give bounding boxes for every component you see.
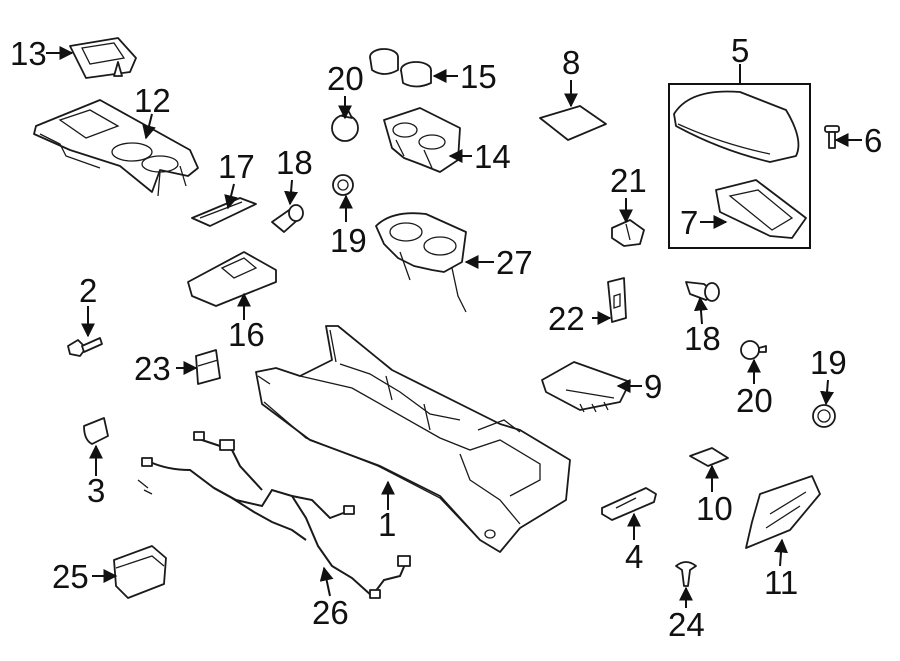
callout-13: 13 [10,35,47,72]
part-14-cup-holder [383,107,461,173]
callout-19-center: 19 [330,222,367,259]
part-3-clip [83,417,109,445]
callout-19-right: 19 [810,344,847,381]
callout-4: 4 [625,538,643,575]
part-9-tray [541,361,631,413]
callout-25: 25 [52,558,89,595]
part-22-bracket [607,277,627,323]
callout-11: 11 [764,564,798,601]
callout-16: 16 [228,316,265,353]
part-15-cup-inserts [369,48,432,88]
callout-15: 15 [460,58,497,95]
part-18-socket-left [271,204,304,233]
callout-8: 8 [562,44,580,81]
part-16-shifter-plate [187,251,277,307]
callout-20-right: 20 [736,382,773,419]
part-19-grommet-center [332,174,354,196]
part-23-button [195,349,221,385]
callout-6: 6 [864,122,882,159]
callout-26: 26 [312,594,349,631]
part-5-armrest [673,90,800,163]
part-8-pad [539,105,607,141]
part-18-socket-right [685,281,720,302]
callout-20-top: 20 [327,60,364,97]
part-4-bracket [601,487,657,521]
callout-1: 1 [378,506,396,543]
callout-2: 2 [79,272,97,309]
part-27-cup-holder-assembly [375,212,467,313]
part-20-plug-right [740,340,767,360]
callout-10: 10 [696,490,733,527]
callout-21: 21 [610,162,647,199]
callout-18-right: 18 [684,320,721,357]
part-11-side-trim [745,475,821,549]
callout-7: 7 [680,204,698,241]
callout-labels: 13 12 15 14 20 19 8 5 6 7 17 18 27 21 16… [10,32,882,643]
callout-22: 22 [548,300,585,337]
part-12-console-top-panel [33,99,199,197]
part-6-pin [824,125,840,149]
part-10-label [689,447,729,467]
part-21-switch [611,219,645,247]
part-7-storage-bin [715,179,807,239]
part-24-push-pin [675,561,697,587]
callout-14: 14 [474,138,511,175]
part-17-trim-strip [191,197,257,227]
callout-24: 24 [668,606,705,643]
callout-23: 23 [134,350,171,387]
part-13-bezel [69,37,137,79]
callout-3: 3 [87,472,105,509]
callout-17: 17 [218,148,255,185]
callout-27: 27 [496,244,533,281]
part-19-grommet-right [812,404,836,428]
callout-12: 12 [134,82,171,119]
part-2-bolt [67,337,103,357]
part-25-module [113,545,167,599]
leader-lines [46,46,862,608]
callout-18-left: 18 [276,144,313,181]
part-1-console-body [255,325,571,553]
callout-5: 5 [731,32,749,69]
callout-9: 9 [644,368,662,405]
part-26-wiring-harness [137,431,411,599]
